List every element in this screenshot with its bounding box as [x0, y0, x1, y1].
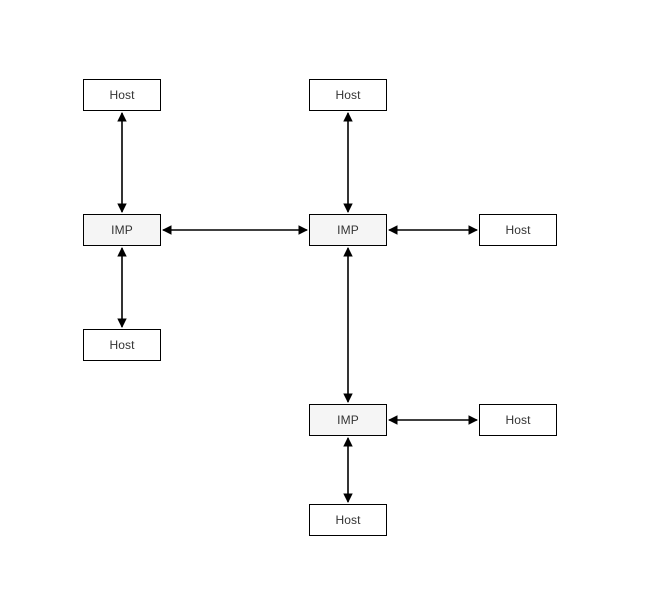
- node-imp-center[interactable]: IMP: [309, 214, 387, 246]
- node-label: Host: [335, 88, 361, 102]
- node-imp-left[interactable]: IMP: [83, 214, 161, 246]
- node-label: Host: [335, 513, 361, 527]
- node-label: IMP: [337, 223, 359, 237]
- node-label: IMP: [337, 413, 359, 427]
- node-label: Host: [505, 223, 531, 237]
- node-host-top-left[interactable]: Host: [83, 79, 161, 111]
- node-host-bottom-left[interactable]: Host: [83, 329, 161, 361]
- node-label: IMP: [111, 223, 133, 237]
- node-host-bottom-right[interactable]: Host: [479, 404, 557, 436]
- node-host-top-center[interactable]: Host: [309, 79, 387, 111]
- node-label: Host: [505, 413, 531, 427]
- node-imp-bottom-center[interactable]: IMP: [309, 404, 387, 436]
- node-host-bottom-center[interactable]: Host: [309, 504, 387, 536]
- node-host-middle-right[interactable]: Host: [479, 214, 557, 246]
- node-label: Host: [109, 88, 135, 102]
- node-label: Host: [109, 338, 135, 352]
